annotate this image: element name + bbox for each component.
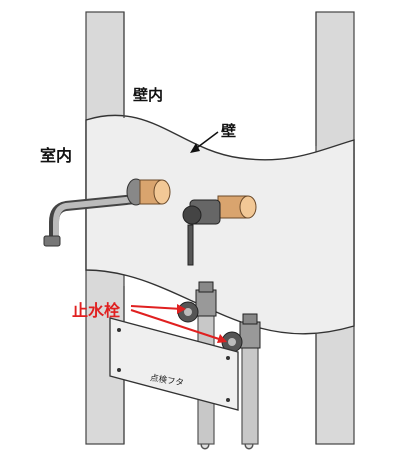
valve-arrows	[130, 304, 227, 343]
shutoff-valve-right	[221, 313, 261, 353]
mixer-faucet	[182, 195, 257, 266]
spout-faucet	[43, 178, 171, 247]
wall-pointer	[190, 131, 219, 153]
wall-panel	[85, 114, 355, 335]
shutoff-valve-left	[177, 281, 217, 323]
indoor-label: 室内	[40, 146, 73, 165]
shutoff-valve-label: 止水栓	[72, 301, 121, 320]
inspection-cover	[109, 317, 239, 411]
in-wall-label: 壁内	[133, 86, 164, 104]
wall-label: 壁	[221, 122, 237, 140]
